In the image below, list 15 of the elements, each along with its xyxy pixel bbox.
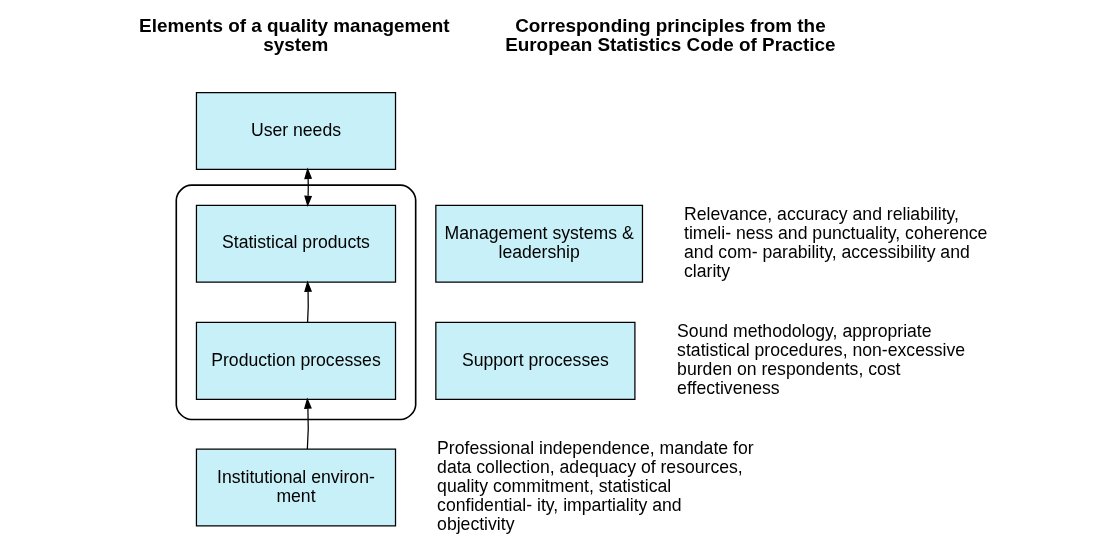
cluster (175, 184, 417, 421)
node-box: Management systems & leadership (435, 204, 644, 283)
label: Relevance, accuracy and reliability, timeli- ness and punctuality, coherence and com- parability, accessibility and clarity (684, 204, 988, 281)
arrow (304, 167, 313, 208)
arrow (303, 397, 312, 450)
label: Elements of a quality management system (139, 15, 450, 55)
arrow (304, 280, 313, 324)
node-box: Production processes (195, 321, 397, 400)
node-box: Institutional environ- ment (195, 448, 397, 527)
node-box: User needs (195, 91, 397, 171)
label: Professional independence, mandate for data collection, adequacy of resources, quality commitment, statistical confidential- ity, impartiality and objectivity (437, 438, 754, 534)
node-box: Support processes (435, 321, 636, 400)
label: Corresponding principles from the European Statistics Code of Practice (505, 15, 836, 55)
label: Sound methodology, appropriate statistical procedures, non-excessive burden on respondents, cost effectiveness (677, 321, 966, 398)
node-box: Statistical products (195, 204, 397, 283)
